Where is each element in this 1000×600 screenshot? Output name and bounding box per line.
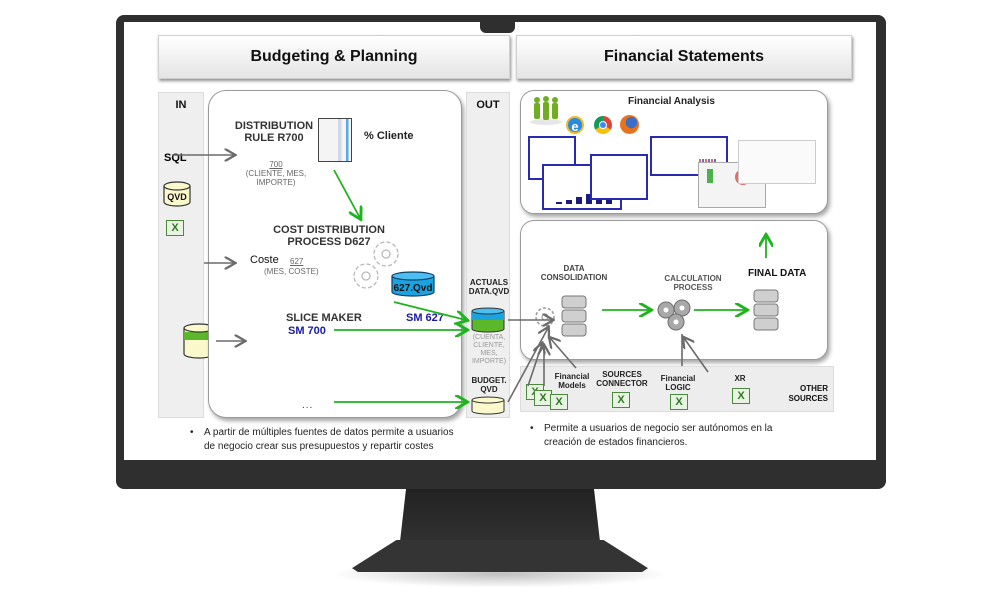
qvd-627-label: 627.Qvd <box>394 283 433 294</box>
financial-statements-title: Financial Statements <box>603 48 765 65</box>
cost-fields: (MES, COSTE) <box>264 267 319 276</box>
budget-to-consolidation-arrow <box>507 328 548 403</box>
distribution-rule-title: DISTRIBUTION RULE R700 <box>224 120 324 144</box>
budgeting-bullet-line2: de negocio crear sus presupuestos y repa… <box>204 441 434 452</box>
financial-models-line2: Models <box>558 381 586 390</box>
sm627-label: SM 627 <box>406 312 444 324</box>
calculation-process-label: CALCULATION PROCESS <box>658 274 728 292</box>
xr-label: XR <box>734 374 746 383</box>
other-sources-label: OTHER SOURCES <box>784 384 828 404</box>
percent-cliente-label: % Cliente <box>364 130 414 142</box>
sources-connector-excel-icon: X <box>612 392 630 408</box>
coste-label: Coste <box>250 254 279 266</box>
budget-qvd-icon <box>471 396 505 415</box>
report-thumbnail-kpis <box>738 140 816 184</box>
calculation-line1: CALCULATION <box>664 274 722 283</box>
qvd-627-icon: 627.Qvd <box>391 271 435 297</box>
camera-notch <box>480 15 515 33</box>
distribution-fields-line2: IMPORTE) <box>256 178 296 187</box>
actuals-field: IMPORTE) <box>471 358 507 365</box>
data-consolidation-line1: DATA <box>563 264 585 273</box>
financial-models-label: Financial Models <box>552 372 592 390</box>
actuals-field: CLIENTE, <box>473 342 505 349</box>
internet-explorer-icon: e <box>566 116 584 134</box>
more-slices-ellipsis: ... <box>302 400 314 411</box>
financial-logic-line2: LOGIC <box>665 383 691 392</box>
cost-distribution-title: COST DISTRIBUTION PROCESS D627 <box>264 224 394 248</box>
sources-connector-label: SOURCES CONNECTOR <box>594 370 650 388</box>
slice-db-input-icon <box>183 323 215 359</box>
financial-statements-header: Financial Statements <box>516 35 852 79</box>
actuals-data-qvd-label: ACTUALS DATA.QVD <box>468 278 510 296</box>
in-label: IN <box>175 99 187 111</box>
other-sources-line2: SOURCES <box>788 394 828 403</box>
data-consolidation-label: DATA CONSOLIDATION <box>536 264 612 282</box>
actuals-line1: ACTUALS <box>469 278 509 287</box>
financial-logic-label: Financial LOGIC <box>658 374 698 392</box>
excel-input-icon: X <box>166 220 184 236</box>
distribution-to-cost-arrow <box>333 169 360 218</box>
budget-qvd-label: BUDGET. QVD <box>468 376 510 394</box>
firefox-icon <box>620 115 639 134</box>
actuals-line2: DATA.QVD <box>468 287 510 296</box>
financial-models-line1: Financial <box>554 372 590 381</box>
financial-bullet: Permite a usuarios de negocio ser autóno… <box>530 422 773 450</box>
calculation-line2: PROCESS <box>673 283 713 292</box>
monitor-stand-base <box>352 540 648 572</box>
distribution-rule-title-line2: RULE R700 <box>244 132 304 144</box>
budgeting-bullet: A partir de múltiples fuentes de datos p… <box>190 426 454 454</box>
cost-distribution-title-line1: COST DISTRIBUTION <box>273 224 385 236</box>
xr-excel-icon: X <box>732 388 750 404</box>
out-label: OUT <box>476 99 500 111</box>
data-consolidation-line2: CONSOLIDATION <box>540 273 608 282</box>
sources-connector-line2: CONNECTOR <box>596 379 648 388</box>
report-thumbnail-2 <box>590 154 648 200</box>
budgeting-bullet-line1: A partir de múltiples fuentes de datos p… <box>204 427 454 438</box>
cost-gears-icon <box>353 241 399 289</box>
sm700-label: SM 700 <box>288 325 326 337</box>
actuals-qvd-icon <box>471 307 505 333</box>
business-users-icon <box>530 96 562 125</box>
budgeting-planning-title: Budgeting & Planning <box>250 48 418 65</box>
financial-logic-excel-icon: X <box>670 394 688 410</box>
in-column: IN <box>158 92 204 418</box>
cost-distribution-title-line2: PROCESS D627 <box>287 236 371 248</box>
budgeting-planning-header: Budgeting & Planning <box>158 35 510 79</box>
sm627-to-actuals-arrow <box>393 301 466 320</box>
other-sources-line1: OTHER <box>800 384 828 393</box>
flow-arrows <box>172 22 876 460</box>
chrome-icon <box>594 116 612 134</box>
distribution-rule-code: 700 <box>269 160 283 169</box>
qvd-input-label: QVD <box>167 192 187 202</box>
distribution-rule-title-line1: DISTRIBUTION <box>234 120 314 132</box>
out-column: OUT <box>466 92 510 418</box>
excel-source-icon: X <box>550 394 568 410</box>
distribution-spreadsheet-thumbnail <box>318 118 352 162</box>
actuals-fields: (CUENTA, CLIENTE, MES, IMPORTE) <box>468 334 510 366</box>
actuals-field: (CUENTA, <box>472 334 506 341</box>
budget-line2: QVD <box>480 385 498 394</box>
budget-line1: BUDGET. <box>471 376 507 385</box>
sources-connector-line1: SOURCES <box>602 370 642 379</box>
financial-bullet-line2: creación de estados financieros. <box>544 437 688 448</box>
actuals-field: MES, <box>480 350 498 357</box>
cost-code: 627 <box>290 257 304 266</box>
distribution-fields-line1: (CLIENTE, MES, <box>245 169 307 178</box>
financial-analysis-title: Financial Analysis <box>628 96 715 107</box>
calculation-gears-icon <box>657 299 691 331</box>
qvd-input-icon: QVD <box>163 181 191 207</box>
final-data-database-icon <box>753 289 779 331</box>
monitor-screen: Budgeting & Planning Financial Statement… <box>124 22 876 460</box>
slice-maker-title: SLICE MAKER <box>286 312 362 324</box>
financial-logic-line1: Financial <box>660 374 696 383</box>
distribution-rule-fields: 700 (CLIENTE, MES, IMPORTE) <box>236 160 316 187</box>
consolidation-database-icon <box>561 295 587 337</box>
financial-bullet-line1: Permite a usuarios de negocio ser autóno… <box>544 423 773 434</box>
final-data-label: FINAL DATA <box>748 268 807 279</box>
